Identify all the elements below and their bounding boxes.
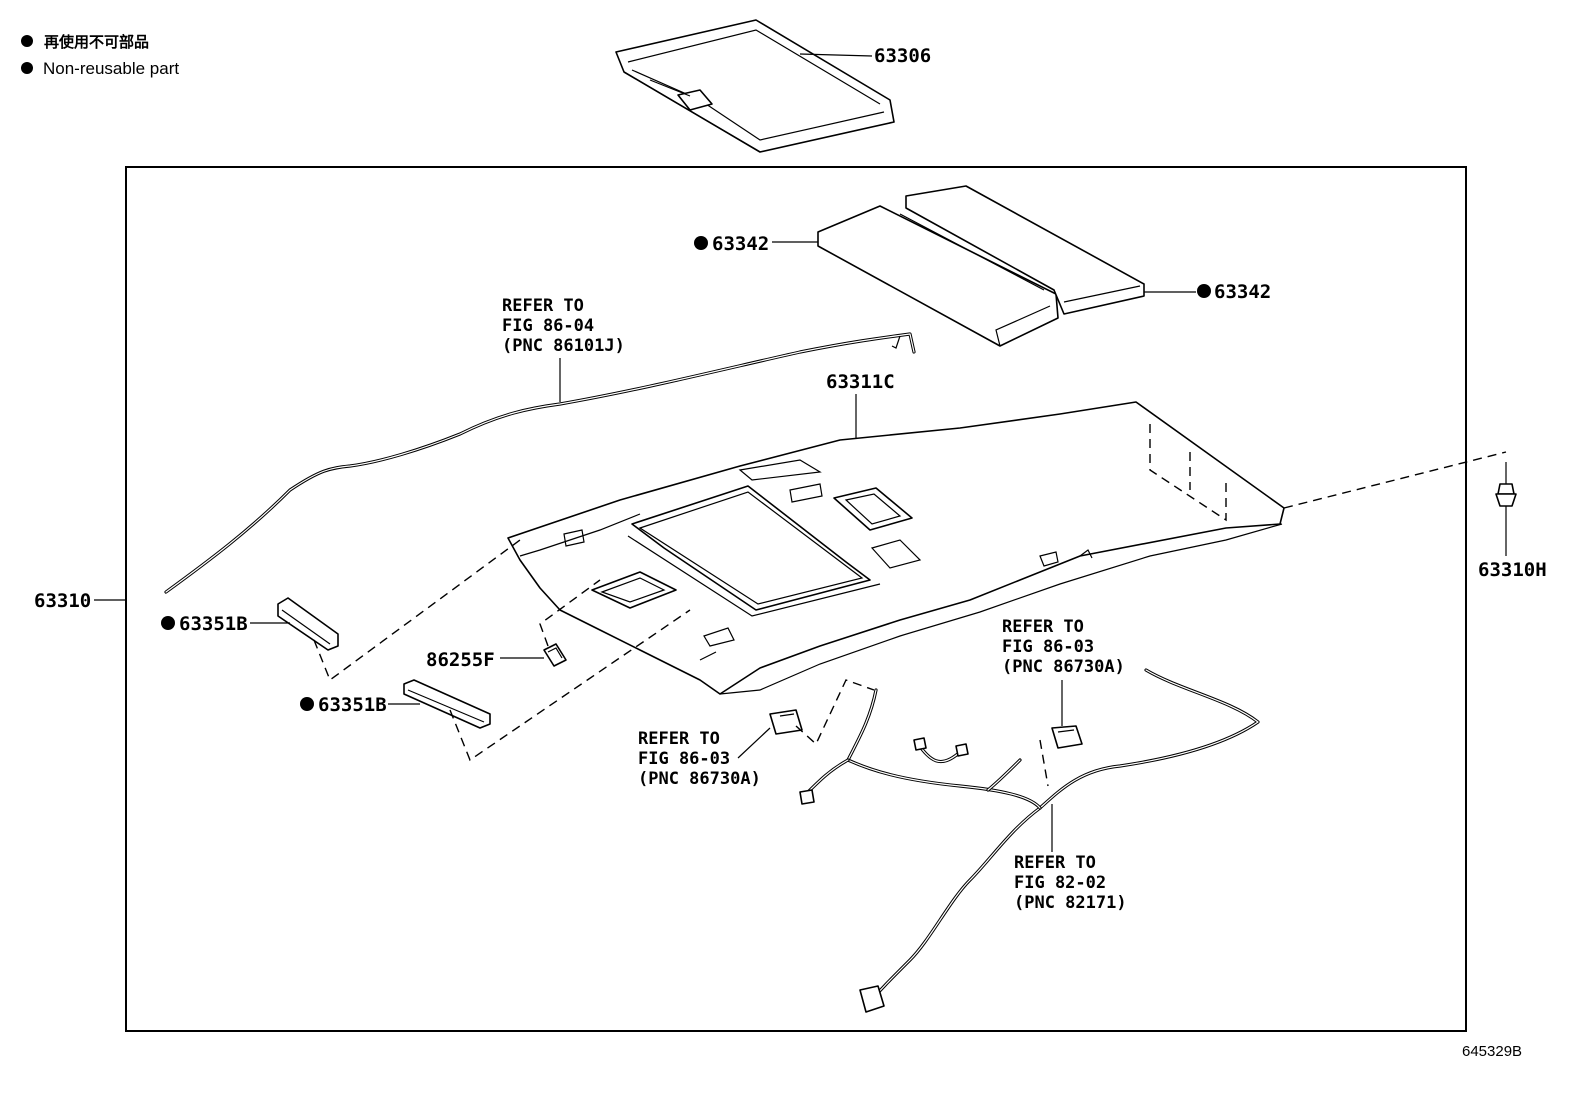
- ref-82171-line-3: (PNC 82171): [1014, 893, 1127, 913]
- ref-86101j-line-3: (PNC 86101J): [502, 336, 625, 356]
- part-label-86255f: 86255F: [426, 649, 495, 671]
- legend-english: Non-reusable part: [43, 59, 179, 78]
- headliner-63311c: [507, 401, 1285, 695]
- part-label-63342-left: 63342: [712, 233, 769, 255]
- part-label-63310: 63310: [34, 590, 91, 612]
- legend: 再使用不可部品 Non-reusable part: [21, 33, 179, 78]
- assembly-frame: [125, 166, 1467, 1032]
- non-reusable-marker-icon: [1197, 284, 1211, 298]
- figure-id: 645329B: [1462, 1043, 1522, 1060]
- ref-86730a-left-line-1: REFER TO: [638, 729, 720, 749]
- part-label-63306: 63306: [874, 45, 931, 67]
- non-reusable-marker-icon: [21, 35, 33, 47]
- ref-86730a-left-line-2: FIG 86-03: [638, 749, 730, 769]
- ref-86101j-line-1: REFER TO: [502, 296, 584, 316]
- pad-63351b-upper: [277, 597, 339, 651]
- pad-63351b-lower: [403, 679, 491, 729]
- ref-82171-line-2: FIG 82-02: [1014, 873, 1106, 893]
- part-label-63310h: 63310H: [1478, 559, 1547, 581]
- ref-82171-line-1: REFER TO: [1014, 853, 1096, 873]
- switch-86730a-right: [1051, 725, 1083, 749]
- non-reusable-marker-icon: [161, 616, 175, 630]
- airbag-curtain-86101j: [164, 332, 916, 594]
- sunshade-63306: [615, 19, 895, 153]
- ref-86730a-left-line-3: (PNC 86730A): [638, 769, 761, 789]
- clip-63310h: [1495, 462, 1517, 556]
- ref-86730a-right-line-1: REFER TO: [1002, 617, 1084, 637]
- ref-86101j-line-2: FIG 86-04: [502, 316, 594, 336]
- legend-japanese: 再使用不可部品: [44, 33, 149, 51]
- part-label-63342-right: 63342: [1214, 281, 1271, 303]
- bracket-86255f: [543, 643, 567, 667]
- non-reusable-marker-icon: [694, 236, 708, 250]
- ref-86730a-right-line-2: FIG 86-03: [1002, 637, 1094, 657]
- pad-63342-left-panel: [817, 205, 1059, 347]
- part-label-63351b-upper: 63351B: [179, 613, 248, 635]
- roof-wire-harness-82171: [799, 668, 1260, 1013]
- ref-86730a-right-line-3: (PNC 86730A): [1002, 657, 1125, 677]
- part-label-63351b-lower: 63351B: [318, 694, 387, 716]
- pad-63342-right-panel: [905, 185, 1145, 315]
- part-label-63311c: 63311C: [826, 371, 895, 393]
- non-reusable-marker-icon: [300, 697, 314, 711]
- switch-86730a-left: [769, 709, 803, 735]
- non-reusable-marker-icon: [21, 62, 33, 74]
